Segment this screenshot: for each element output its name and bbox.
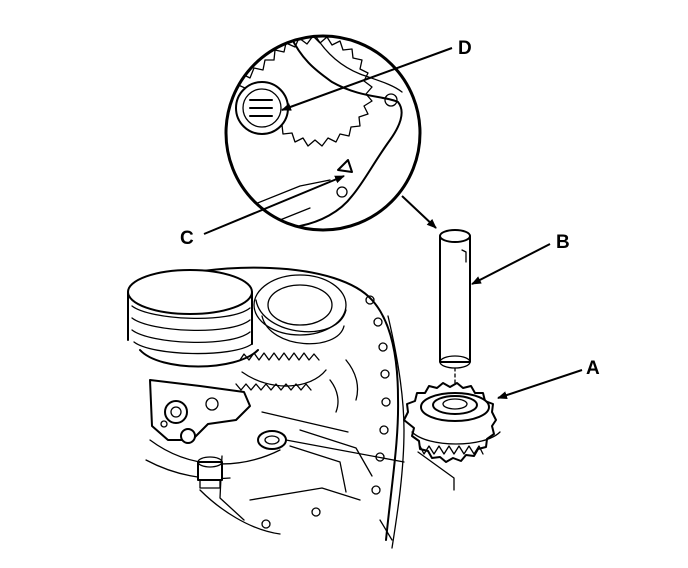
detail-magnifier	[224, 34, 422, 232]
callout-d-label: D	[458, 38, 472, 59]
callout-c-label: C	[180, 228, 194, 249]
gear-part	[285, 382, 501, 491]
leader-c	[203, 175, 345, 235]
leader-b	[471, 243, 551, 285]
callout-leaders	[203, 47, 583, 399]
leader-d	[281, 47, 453, 111]
magnifier-direction-arrow	[401, 195, 437, 229]
callout-b-label: B	[556, 232, 570, 253]
leader-a	[497, 369, 583, 399]
transmission-housing	[127, 266, 405, 549]
callout-a-label: A	[586, 358, 600, 379]
pin-part	[439, 229, 471, 397]
